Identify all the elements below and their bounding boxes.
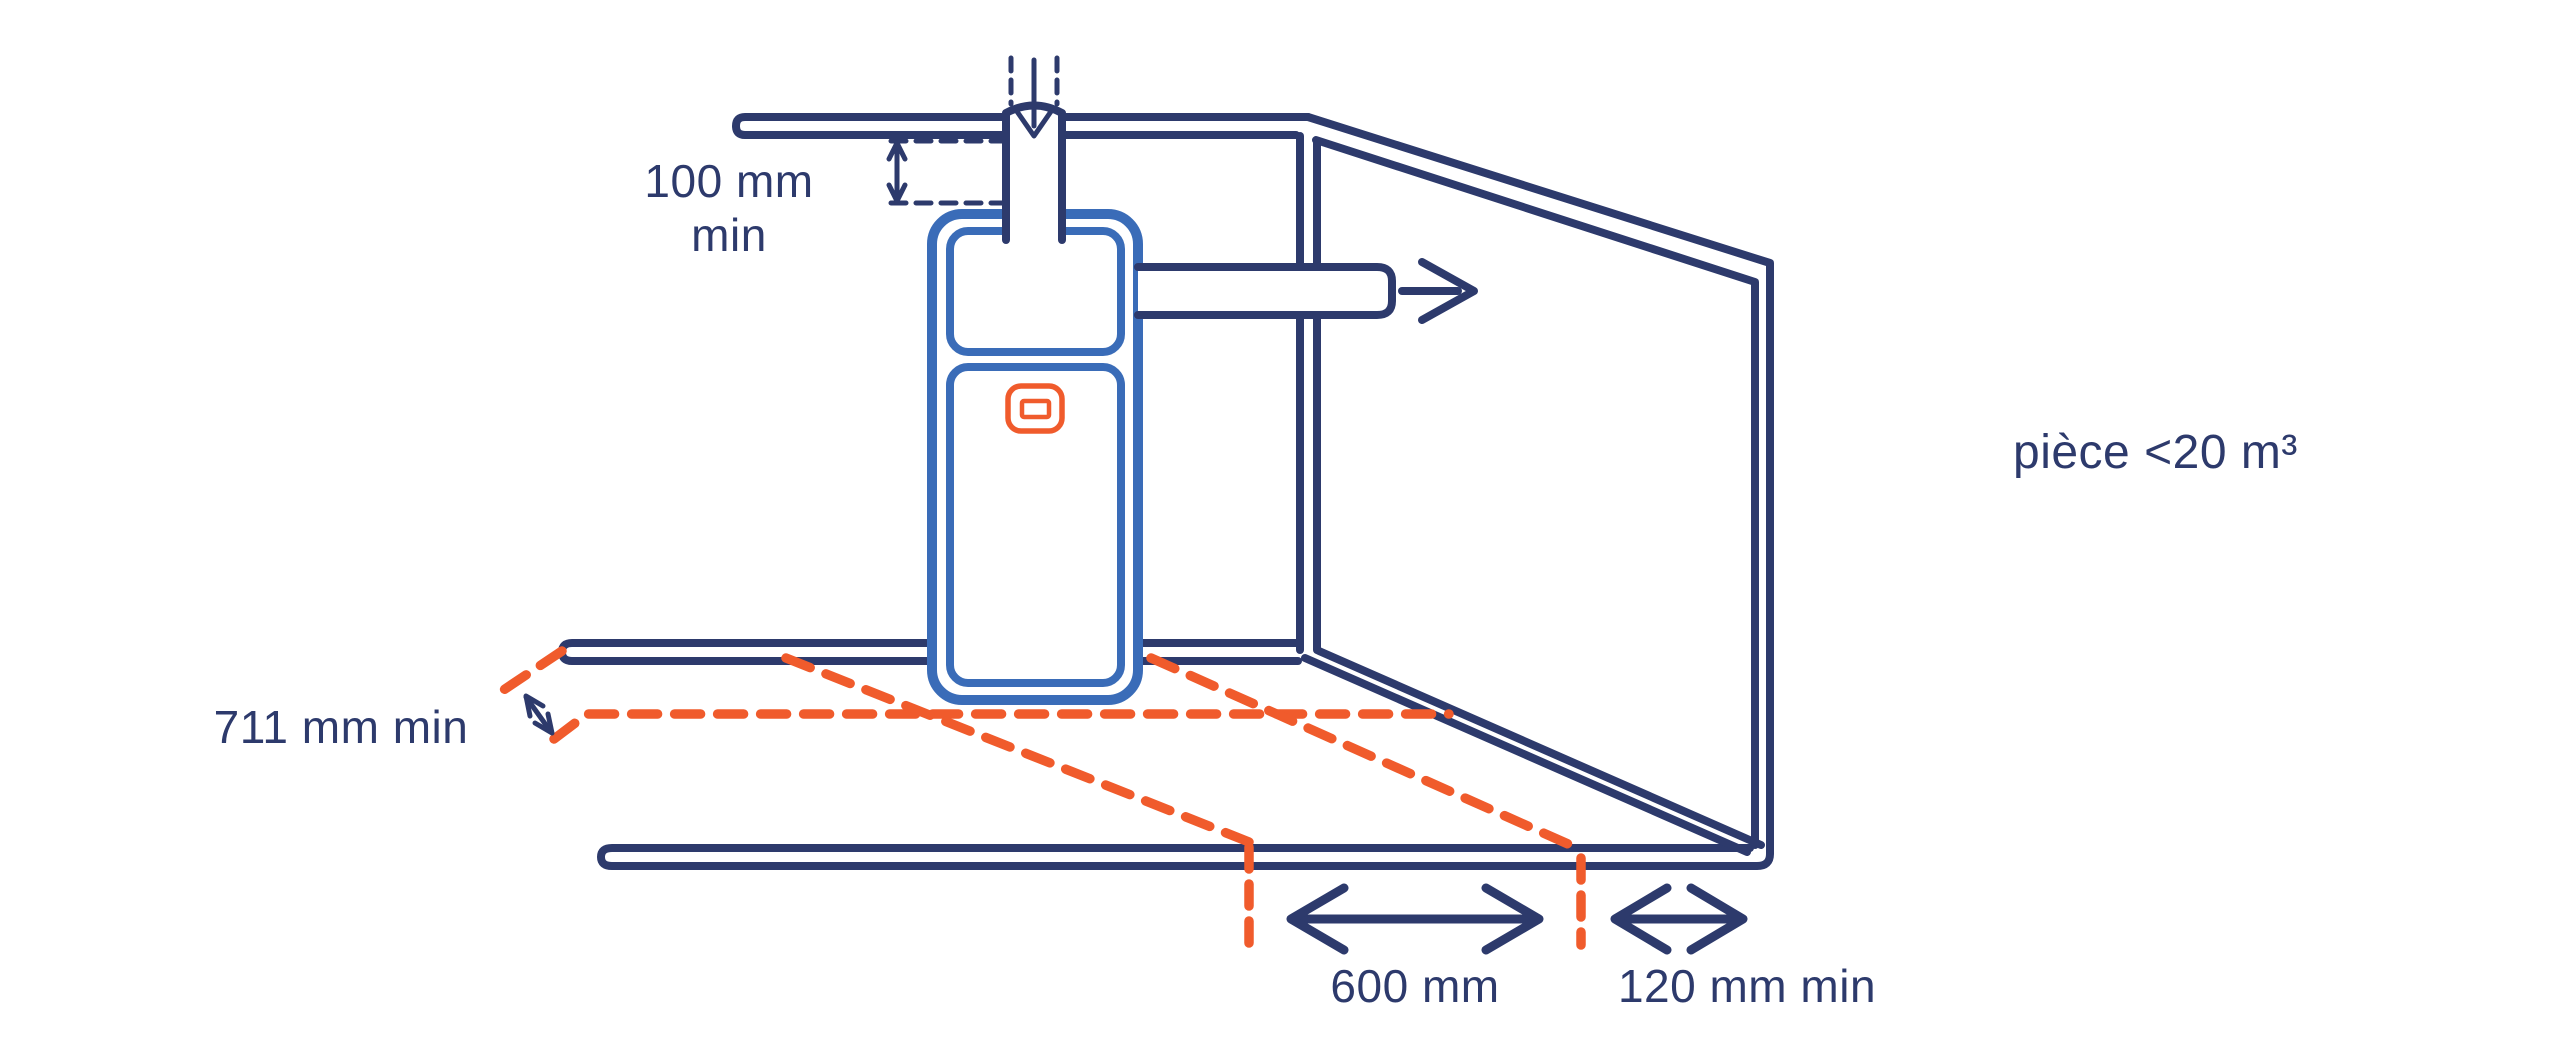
top-clearance-dimension [886,138,1005,206]
right-wall-and-floor-front-edge [597,113,1774,870]
water-heater-front-panel [946,363,1125,687]
clearance-diagonal-right [1146,653,1582,853]
room-volume-label: pièce <20 m³ [2013,426,2298,479]
top-clearance-label: 100 mm min [644,154,813,262]
air-intake-arrow-icon [1013,57,1055,139]
front-clearance-arrow-icon [523,693,555,736]
flue-pipe [1002,55,1066,244]
side-clearance-label: 120 mm min [1617,960,1877,1012]
top-clearance-value: 100 mm [644,155,814,207]
control-display-icon [1005,383,1065,434]
side-clearance-arrow-icon [1610,883,1748,955]
exhaust-duct [1134,258,1478,324]
clearance-zone-dashed-lines [494,646,1586,950]
water-heater-top-panel [946,227,1125,356]
exhaust-arrow-icon [1398,258,1478,324]
clearance-front-line [549,709,1454,744]
water-heater [927,209,1143,705]
clearance-left-diagonal [494,646,567,698]
wall-floor-junction [1301,647,1765,856]
alcove-back-wall [1296,132,1321,654]
ceiling [732,113,1312,139]
front-clearance-label: 711 mm min [213,701,469,753]
width-dimension-label: 600 mm [1330,960,1500,1012]
vertical-dimension-arrow-icon [886,140,908,204]
clearance-diagonal-left [781,653,1254,847]
width-dimension-arrow-icon [1286,883,1544,955]
control-display-screen [1019,398,1052,420]
top-clearance-suffix: min [691,209,767,261]
